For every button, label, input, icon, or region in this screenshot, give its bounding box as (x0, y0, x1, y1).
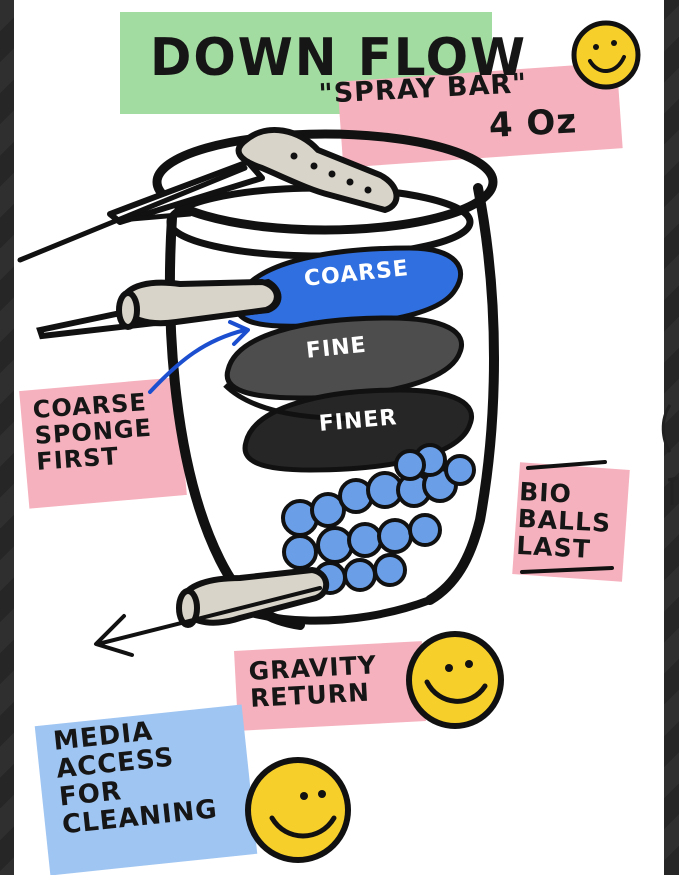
inlet-pipe (36, 278, 282, 340)
container-right-wall (425, 183, 499, 605)
container-top-rim (152, 129, 498, 235)
diagram-title: DOWN FLOW (150, 28, 528, 88)
coarse-layer (234, 245, 463, 329)
coarse-sponge-note: COARSE SPONGE FIRST (32, 388, 155, 476)
fine-layer (224, 315, 464, 401)
bio-balls (281, 443, 476, 595)
smiley-face-icon (406, 631, 504, 729)
smiley-face-icon (571, 20, 641, 90)
note-line: RETURN (249, 677, 371, 713)
smiley-face-icon (245, 757, 351, 863)
arrow-icon (148, 328, 247, 394)
media-access-note: MEDIA ACCESS FOR CLEANING (52, 712, 219, 841)
return-arrow-icon (94, 586, 322, 657)
gravity-return-note: GRAVITY RETURN (248, 650, 379, 713)
spraybar-size: 4 Oz (487, 101, 579, 146)
spray-bar-holes (290, 152, 372, 194)
outlet-pipe (176, 566, 329, 628)
bio-balls-note: BIO BALLS LAST (516, 477, 613, 564)
